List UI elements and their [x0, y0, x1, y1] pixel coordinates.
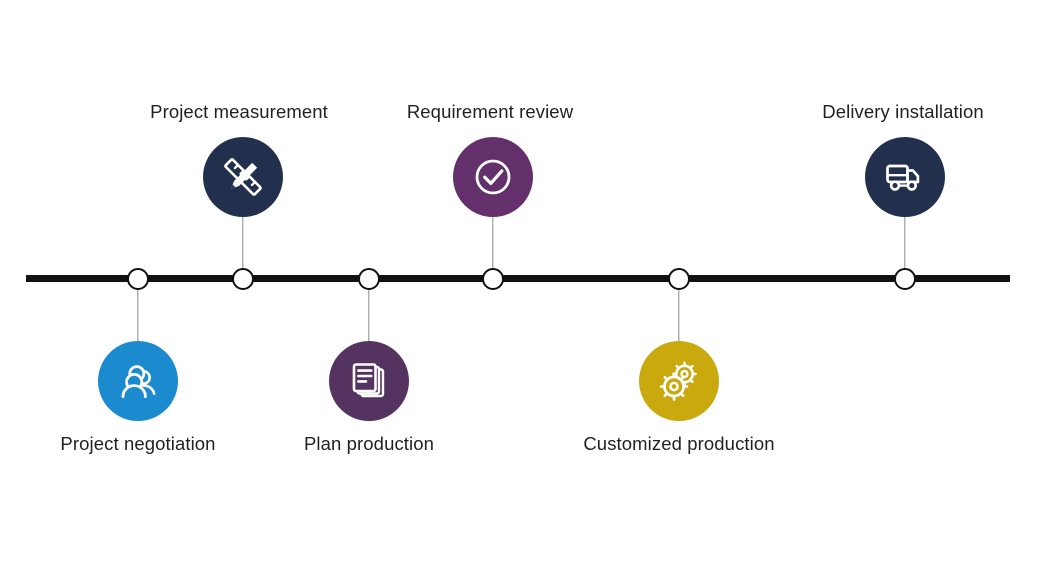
users-group-icon: [114, 357, 162, 405]
connector-stem-customized-production: [678, 290, 680, 342]
step-icon-bubble-requirement-review[interactable]: [453, 137, 533, 217]
step-icon-bubble-plan-production[interactable]: [329, 341, 409, 421]
step-label-plan-production: Plan production: [303, 433, 435, 454]
connector-stem-project-negotiation: [137, 290, 139, 342]
timeline-node-dot-plan-production[interactable]: [358, 268, 380, 290]
connector-stem-requirement-review: [492, 217, 494, 269]
step-label-requirement-review: Requirement review: [406, 101, 574, 122]
step-icon-bubble-customized-production[interactable]: [639, 341, 719, 421]
step-label-project-negotiation: Project negotiation: [60, 433, 216, 454]
documents-stack-icon: [346, 358, 392, 404]
check-circle-icon: [469, 153, 517, 201]
timeline-node-dot-customized-production[interactable]: [668, 268, 690, 290]
delivery-truck-icon: [882, 154, 928, 200]
pencil-ruler-icon: [220, 154, 266, 200]
timeline-node-dot-project-measurement[interactable]: [232, 268, 254, 290]
timeline-node-dot-project-negotiation[interactable]: [127, 268, 149, 290]
step-icon-bubble-project-measurement[interactable]: [203, 137, 283, 217]
timeline-node-dot-delivery-installation[interactable]: [894, 268, 916, 290]
step-icon-bubble-delivery-installation[interactable]: [865, 137, 945, 217]
timeline-node-dot-requirement-review[interactable]: [482, 268, 504, 290]
step-label-project-measurement: Project measurement: [150, 101, 328, 122]
connector-stem-plan-production: [368, 290, 370, 342]
step-icon-bubble-project-negotiation[interactable]: [98, 341, 178, 421]
connector-stem-project-measurement: [242, 217, 244, 269]
connector-stem-delivery-installation: [904, 217, 906, 269]
gears-icon: [655, 357, 703, 405]
timeline-axis: [26, 275, 1010, 282]
step-label-delivery-installation: Delivery installation: [822, 101, 984, 122]
step-label-customized-production: Customized production: [583, 433, 775, 454]
